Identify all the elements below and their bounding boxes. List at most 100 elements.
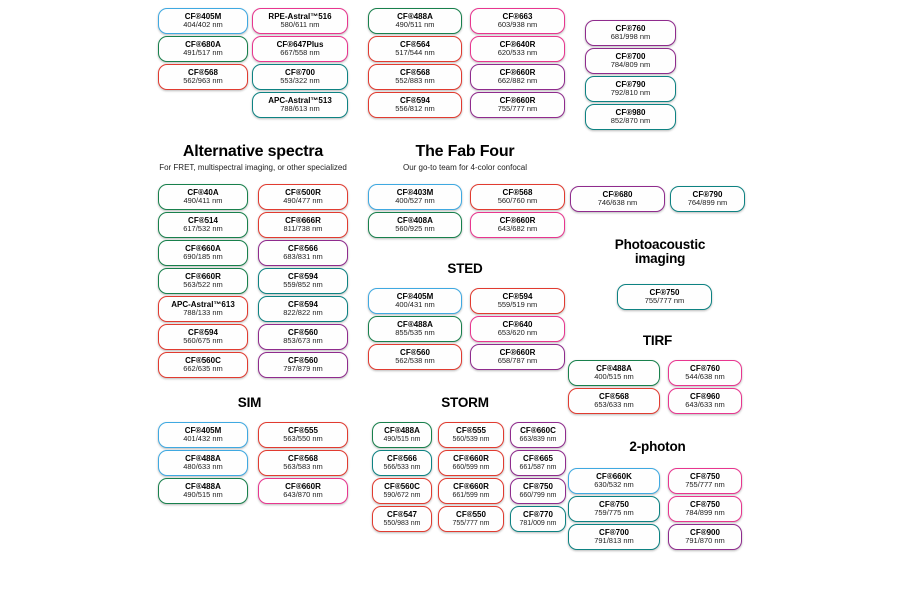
dye-name: CF®680: [602, 190, 633, 200]
dye-name: CF®700: [599, 528, 629, 538]
dye-wavelengths: 490/411 nm: [183, 196, 223, 206]
dye-wavelengths: 643/870 nm: [283, 490, 323, 500]
dye-name: CF®564: [400, 40, 430, 50]
dye-name: CF®488A: [185, 482, 221, 492]
section-header-tirf: TIRF: [565, 333, 750, 348]
dye-wavelengths: 853/673 nm: [283, 336, 323, 346]
dye-name: CF®665: [523, 454, 553, 464]
dye-name: CF®568: [400, 68, 430, 78]
dye-name: CF®660R: [185, 272, 221, 282]
dye-wavelengths: 784/809 nm: [610, 60, 651, 70]
dye-name: CF®700: [285, 68, 315, 78]
dye-wavelengths: 401/432 nm: [183, 434, 223, 444]
dye-name: CF®760: [615, 24, 646, 34]
dye-name: CF®660R: [453, 482, 489, 492]
dye-wavelengths: 759/775 nm: [594, 508, 634, 518]
dye-wavelengths: 683/831 nm: [283, 252, 323, 262]
dye-name: CF®980: [615, 108, 646, 118]
dye-wavelengths: 400/527 nm: [395, 196, 435, 206]
dye-name: CF®594: [188, 328, 218, 338]
dye-wavelengths: 662/635 nm: [183, 364, 223, 374]
dye-wavelengths: 491/517 nm: [183, 48, 223, 58]
dye-name: CF®488A: [397, 320, 433, 330]
dye-name: CF®790: [615, 80, 646, 90]
section-header-sim: SIM: [147, 395, 352, 410]
dye-name: CF®750: [690, 472, 720, 482]
dye-name: CF®750: [690, 500, 720, 510]
dye-wavelengths: 559/852 nm: [283, 280, 323, 290]
dye-wavelengths: 566/533 nm: [383, 463, 421, 471]
dye-wavelengths: 560/539 nm: [452, 435, 490, 443]
dye-name: CF®560: [400, 348, 430, 358]
dye-name: CF®408A: [397, 216, 433, 226]
section-subtitle: Our go-to team for 4-color confocal: [402, 162, 528, 172]
section-title: STORM: [441, 395, 489, 410]
dye-wavelengths: 755/777 nm: [452, 519, 490, 527]
dye-wavelengths: 663/839 nm: [519, 435, 557, 443]
dye-name: CF®660C: [520, 426, 556, 436]
dye-name: CF®560C: [185, 356, 221, 366]
dye-wavelengths: 764/899 nm: [687, 198, 728, 208]
dye-name: CF®566: [387, 454, 417, 464]
dye-name: CF®403M: [396, 188, 434, 198]
section-title: The Fab Four: [415, 143, 515, 160]
dye-wavelengths: 690/185 nm: [183, 252, 223, 262]
dye-wavelengths: 563/522 nm: [183, 280, 223, 290]
dye-wavelengths: 590/672 nm: [383, 491, 421, 499]
section-header-sted: STED: [360, 261, 570, 276]
dye-name: CF®488A: [185, 454, 221, 464]
dye-name: CF®594: [502, 292, 533, 302]
dye-wavelengths: 563/583 nm: [283, 462, 323, 472]
dye-wavelengths: 552/883 nm: [395, 76, 435, 86]
dye-wavelengths: 658/787 nm: [497, 356, 538, 366]
dye-name: CF®700: [615, 52, 646, 62]
dye-wavelengths: 822/822 nm: [283, 308, 323, 318]
dye-wavelengths: 662/882 nm: [497, 76, 538, 86]
dye-wavelengths: 784/899 nm: [685, 508, 725, 518]
section-title: 2-photon: [629, 439, 686, 454]
dye-name: CF®547: [387, 510, 417, 520]
dye-name: CF®550: [456, 510, 486, 520]
dye-name: CF®660R: [285, 482, 321, 492]
dye-name: CF®566: [288, 244, 318, 254]
dye-wavelengths: 556/812 nm: [395, 104, 435, 114]
dye-name: CF®40A: [187, 188, 219, 198]
dye-wavelengths: 746/638 nm: [597, 198, 638, 208]
